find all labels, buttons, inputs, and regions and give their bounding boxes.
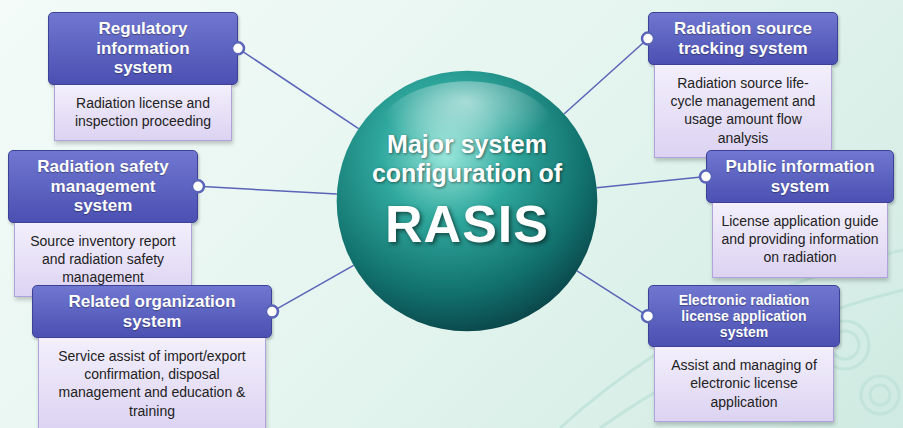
system-box: Radiation safety management systemSource… xyxy=(8,150,198,297)
system-box: Regulatory information systemRadiation l… xyxy=(48,12,238,141)
system-heading: Electronic radiation license application… xyxy=(648,285,840,347)
system-heading: Related organization system xyxy=(32,285,272,338)
connector-line xyxy=(238,48,359,128)
system-description: Radiation license and inspection proceed… xyxy=(54,85,232,141)
system-description: Radiation source life-cycle management a… xyxy=(654,65,832,158)
system-heading: Public information system xyxy=(706,150,894,203)
system-box: Public information systemLicense applica… xyxy=(706,150,894,278)
system-description: Assist and managing of electronic licens… xyxy=(654,347,834,422)
connector-dot xyxy=(642,33,654,45)
connector-dot xyxy=(232,42,244,54)
connector-dot xyxy=(192,180,204,192)
connector-line xyxy=(272,265,354,311)
connector-dot xyxy=(700,171,712,183)
system-heading: Radiation safety management system xyxy=(8,150,198,223)
connector-dot xyxy=(642,310,654,322)
system-description: License application guide and providing … xyxy=(712,203,888,278)
system-heading: Radiation source tracking system xyxy=(648,12,838,65)
sphere-title: RASIS xyxy=(385,194,549,254)
system-box: Related organization systemService assis… xyxy=(32,285,272,428)
system-description: Service assist of import/export confirma… xyxy=(38,338,266,428)
connector-line xyxy=(564,39,648,114)
system-heading: Regulatory information system xyxy=(48,12,238,85)
connector-line xyxy=(597,177,706,188)
system-box: Radiation source tracking systemRadiatio… xyxy=(648,12,838,158)
connector-dot xyxy=(266,306,278,318)
center-sphere: Major system configuration of RASIS xyxy=(334,68,600,334)
connector-line xyxy=(577,271,648,316)
sphere-caption: Major system configuration of xyxy=(362,130,572,188)
system-box: Electronic radiation license application… xyxy=(648,285,840,422)
connector-line xyxy=(198,186,337,194)
